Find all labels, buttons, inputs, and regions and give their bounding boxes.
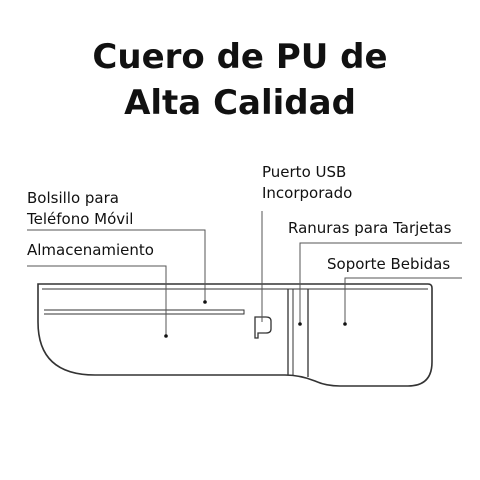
label-storage: Almacenamiento bbox=[27, 241, 154, 259]
organizer-outline bbox=[37, 283, 433, 387]
title-line-2: Alta Calidad bbox=[124, 83, 356, 123]
label-usb-port-line-2: Incorporado bbox=[262, 184, 353, 202]
leader-storage bbox=[27, 265, 167, 336]
label-cup-holder: Soporte Bebidas bbox=[327, 255, 451, 273]
marker-storage bbox=[164, 334, 168, 338]
usb-port-shape bbox=[254, 316, 272, 339]
leader-cup-holder bbox=[344, 277, 462, 324]
label-phone-pocket-line-1: Bolsillo para bbox=[27, 189, 119, 207]
marker-cup-holder bbox=[343, 322, 347, 326]
label-usb-port: Puerto USB Incorporado bbox=[262, 162, 352, 204]
diagram-title: Cuero de PU de Alta Calidad bbox=[0, 34, 480, 126]
marker-card-slots bbox=[298, 322, 302, 326]
label-card-slots: Ranuras para Tarjetas bbox=[288, 219, 452, 237]
label-phone-pocket: Bolsillo para Teléfono Móvil bbox=[27, 188, 133, 230]
label-phone-pocket-line-2: Teléfono Móvil bbox=[27, 210, 134, 228]
leader-card-slots bbox=[299, 242, 462, 324]
label-usb-port-line-1: Puerto USB bbox=[262, 163, 347, 181]
title-line-1: Cuero de PU de bbox=[92, 37, 388, 77]
leader-phone-pocket bbox=[27, 229, 206, 302]
phone-pocket-slot bbox=[44, 309, 245, 315]
marker-phone-pocket bbox=[203, 300, 207, 304]
